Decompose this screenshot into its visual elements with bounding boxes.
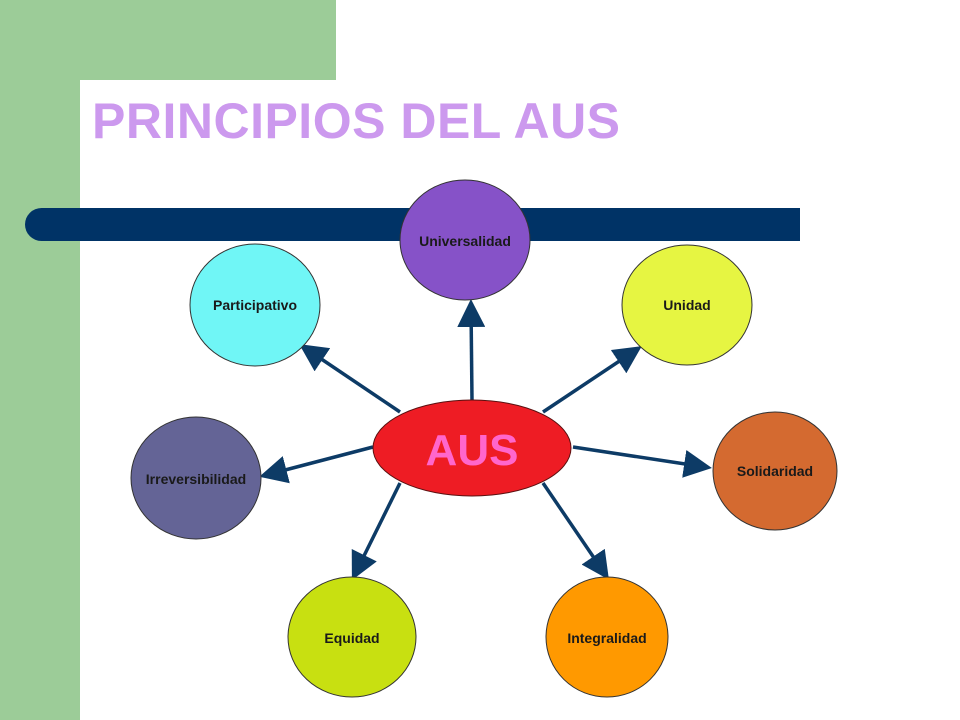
arrow-to-integralidad xyxy=(541,482,609,580)
node-solidaridad-label: Solidaridad xyxy=(737,463,813,479)
hub-label: AUS xyxy=(426,426,519,475)
node-equidad-label: Equidad xyxy=(324,630,379,646)
node-irreversibilidad: Irreversibilidad xyxy=(130,416,262,540)
node-unidad: Unidad xyxy=(621,244,753,366)
node-universalidad: Universalidad xyxy=(399,179,531,301)
node-irreversibilidad-shape xyxy=(130,416,262,540)
top-green-block xyxy=(0,0,336,80)
content-panel xyxy=(80,80,960,720)
node-integralidad-shape xyxy=(545,576,669,698)
arrows-group xyxy=(259,299,712,581)
node-universalidad-label: Universalidad xyxy=(419,233,511,249)
nodes-group: UniversalidadUnidadSolidaridadIntegralid… xyxy=(130,179,838,698)
node-unidad-label: Unidad xyxy=(663,297,710,313)
node-equidad-shape xyxy=(287,576,417,698)
hub-node: AUS xyxy=(372,399,572,497)
arrow-to-irreversibilidad xyxy=(259,445,374,484)
arrow-to-solidaridad xyxy=(572,445,712,478)
node-solidaridad: Solidaridad xyxy=(712,411,838,531)
node-universalidad-shape xyxy=(399,179,531,301)
arrow-to-unidad xyxy=(542,346,642,414)
hub-ellipse xyxy=(372,399,572,497)
node-participativo-shape xyxy=(189,243,321,367)
node-equidad: Equidad xyxy=(287,576,417,698)
node-unidad-shape xyxy=(621,244,753,366)
arrow-to-equidad xyxy=(351,482,402,581)
node-integralidad-label: Integralidad xyxy=(567,630,646,646)
node-integralidad: Integralidad xyxy=(545,576,669,698)
left-green-strip xyxy=(0,0,80,720)
node-participativo: Participativo xyxy=(189,243,321,367)
arrow-to-participativo xyxy=(299,344,401,414)
slide-title: PRINCIPIOS DEL AUS xyxy=(92,93,621,149)
arrow-to-universalidad xyxy=(457,299,486,401)
node-participativo-label: Participativo xyxy=(213,297,297,313)
node-irreversibilidad-label: Irreversibilidad xyxy=(146,471,246,487)
node-solidaridad-shape xyxy=(712,411,838,531)
